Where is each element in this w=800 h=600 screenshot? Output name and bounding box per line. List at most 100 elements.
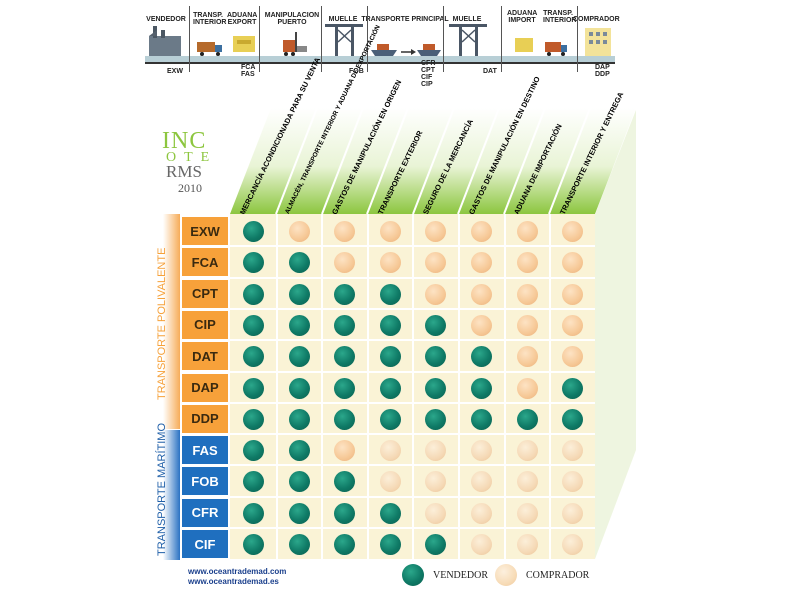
term-label: FCA xyxy=(241,64,256,71)
buyer-dot xyxy=(562,440,584,462)
buyer-dot xyxy=(516,252,538,274)
row-label-fca: FCA xyxy=(182,248,228,277)
seller-dot xyxy=(379,408,401,430)
buyer-dot xyxy=(516,283,538,305)
seller-dot xyxy=(288,440,310,462)
grid-column-divider xyxy=(366,214,369,559)
term-label: DAP xyxy=(595,64,610,71)
buyer-dot xyxy=(562,346,584,368)
seller-dot xyxy=(334,314,356,336)
seller-dot xyxy=(288,346,310,368)
buyer-dot xyxy=(471,221,492,242)
stage-label: ADUANA EXPORT xyxy=(227,12,258,26)
seller-dot xyxy=(379,314,401,336)
legend-seller-dot xyxy=(402,564,424,586)
seller-dot xyxy=(243,534,264,555)
group-label-polyvalent: TRANSPORTE POLIVALENTE xyxy=(156,247,168,400)
buyer-dot xyxy=(379,440,401,462)
building-icon xyxy=(585,28,611,56)
row-label-cif: CIF xyxy=(182,530,228,558)
buyer-dot xyxy=(562,252,584,274)
stage-separator xyxy=(501,6,502,72)
seller-dot xyxy=(334,377,356,399)
buyer-dot xyxy=(334,252,356,274)
seller-dot xyxy=(243,471,264,493)
arrow-icon xyxy=(401,49,416,55)
logo-line-1: INC xyxy=(162,128,207,154)
seller-dot xyxy=(334,408,356,430)
row-label-exw: EXW xyxy=(182,217,228,245)
term-label: CIF xyxy=(421,74,433,81)
row-label-dap: DAP xyxy=(182,373,228,402)
stage-label: TRANSPORTE PRINCIPAL xyxy=(361,16,449,23)
logo-line-2: OTE xyxy=(166,150,218,165)
seller-dot xyxy=(243,408,264,430)
polyvalent-group-bar xyxy=(163,214,180,429)
term-label: CPT xyxy=(421,67,435,74)
seller-dot xyxy=(288,471,310,493)
seller-dot xyxy=(379,502,401,524)
term-label: FAS xyxy=(241,71,255,78)
buyer-dot xyxy=(562,471,584,493)
buyer-dot xyxy=(471,471,492,493)
grid-column-divider xyxy=(458,214,460,559)
incoterms-logo: INC OTE RMS 2010 xyxy=(160,128,232,198)
seller-dot xyxy=(425,377,447,399)
row-label-fob: FOB xyxy=(182,467,228,496)
stage-separator xyxy=(259,6,260,72)
buyer-dot xyxy=(425,252,447,274)
stage-separator xyxy=(189,6,190,72)
row-label-cfr: CFR xyxy=(182,498,228,527)
buyer-dot xyxy=(516,440,538,462)
footer-url-com[interactable]: www.oceantrademad.com xyxy=(188,567,287,576)
seller-dot xyxy=(288,377,310,399)
seller-dot xyxy=(288,534,310,555)
seller-dot xyxy=(243,283,264,305)
grid-column-divider xyxy=(549,214,552,559)
transport-chain-strip: VENDEDOR TRANSP. INTERIOR ADUANA EXPORT … xyxy=(145,2,620,88)
buyer-dot xyxy=(562,502,584,524)
buyer-dot xyxy=(516,502,538,524)
seller-dot xyxy=(243,502,264,524)
logo-year: 2010 xyxy=(178,181,202,195)
seller-dot xyxy=(379,377,401,399)
truck-icon xyxy=(197,42,222,56)
seller-dot xyxy=(243,314,264,336)
row-label-cpt: CPT xyxy=(182,279,228,308)
buyer-dot xyxy=(379,471,401,493)
buyer-dot xyxy=(562,283,584,305)
seller-dot xyxy=(334,346,356,368)
buyer-dot xyxy=(562,534,584,555)
buyer-dot xyxy=(425,471,447,493)
ship-icon xyxy=(371,44,397,56)
footer-url-es[interactable]: www.oceantrademad.es xyxy=(188,577,279,586)
seller-dot xyxy=(425,534,447,555)
term-label: DAT xyxy=(483,68,497,75)
buyer-dot xyxy=(516,346,538,368)
seller-dot xyxy=(516,408,538,430)
buyer-dot xyxy=(516,471,538,493)
buyer-dot xyxy=(471,534,492,555)
grid-column-divider xyxy=(275,214,278,559)
buyer-dot xyxy=(562,314,584,336)
grid-column-divider xyxy=(321,214,324,559)
strip-baseline xyxy=(145,62,615,64)
term-label: FOB xyxy=(349,68,364,75)
buyer-dot xyxy=(471,252,492,274)
transport-illustrations xyxy=(149,24,611,56)
stage-label: COMPRADOR xyxy=(573,16,620,23)
legend-buyer-label: COMPRADOR xyxy=(526,570,590,581)
seller-dot xyxy=(288,408,310,430)
seller-dot xyxy=(243,346,264,368)
buyer-dot xyxy=(516,314,538,336)
buyer-dot xyxy=(516,377,538,399)
term-label: EXW xyxy=(167,68,183,75)
seller-dot xyxy=(334,534,356,555)
seller-dot xyxy=(379,534,401,555)
stage-separator xyxy=(321,6,322,72)
customs-box-icon xyxy=(515,38,533,52)
stage-separator xyxy=(367,6,368,72)
stage-label: TRANSP. INTERIOR xyxy=(543,10,577,24)
seller-dot xyxy=(562,377,584,399)
buyer-dot xyxy=(425,440,447,462)
